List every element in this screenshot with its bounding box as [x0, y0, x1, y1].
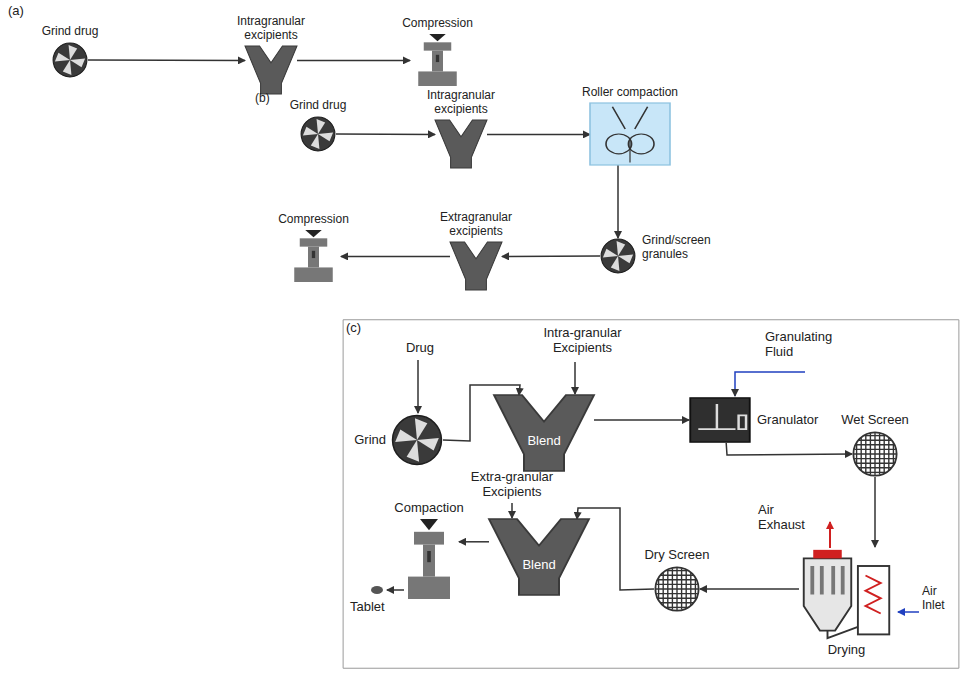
input-label: Extra-granular Excipients: [462, 470, 562, 500]
flow-arrow: [341, 256, 450, 258]
process-step: Drying: [799, 547, 894, 642]
process-step: Compaction: [399, 519, 459, 599]
screen-symbol: [654, 566, 700, 612]
flow-arrow: [700, 588, 799, 590]
panel-label: (b): [255, 92, 295, 106]
process-step: Granulator: [689, 397, 751, 443]
fluid-input-line: [735, 372, 805, 396]
step-label: Dry Screen: [644, 548, 709, 563]
flow-arrow: [336, 133, 435, 135]
process-step: Dry Screen: [654, 566, 700, 612]
mill-symbol: [391, 414, 443, 466]
tablet-press-symbol: [286, 230, 341, 282]
step-label: Grind: [354, 433, 386, 448]
input-label: Air Exhaust: [758, 503, 820, 533]
process-step: Compression: [410, 34, 465, 86]
input-label: Drug: [398, 341, 442, 356]
input-label: Intra-granular Excipients: [535, 326, 630, 356]
air-inlet-arrow: [898, 611, 919, 613]
drug-input-arrow: [417, 360, 419, 413]
step-label: Extragranular excipients: [429, 211, 524, 239]
step-label: Grind drug: [25, 25, 115, 39]
step-label: Grind drug: [273, 99, 363, 113]
flow-arrow: [502, 255, 600, 257]
process-step: Extragranular excipients: [450, 242, 502, 290]
input-label: Granulating Fluid: [765, 330, 850, 360]
flow-arrow: [617, 165, 619, 238]
process-step: Blend: [494, 395, 594, 471]
tablet-symbol: [371, 586, 383, 594]
step-label: Drying: [828, 643, 866, 658]
exhaust-arrow: [829, 522, 831, 548]
roller-compactor-box: [590, 103, 670, 165]
step-label: Intragranular excipients: [224, 15, 319, 43]
process-step: Grind/screen granules: [600, 238, 636, 274]
tablet-press-symbol: [399, 519, 459, 599]
input-label: Tablet: [350, 600, 400, 615]
step-label: Compression: [393, 17, 483, 31]
mill-symbol: [300, 116, 336, 152]
panel-label: (c): [346, 321, 361, 336]
step-label: Compression: [269, 213, 359, 227]
flow-arrow: [487, 134, 590, 136]
step-label: Intragranular excipients: [414, 89, 509, 117]
step-label: Blend: [489, 557, 589, 572]
process-step: Intragranular excipients: [245, 46, 297, 94]
flow-arrow: [459, 541, 489, 543]
flow-arrow: [297, 60, 410, 62]
process-step: Grind drug: [52, 42, 88, 78]
mill-symbol: [52, 42, 88, 78]
flow-arrow: [726, 443, 852, 455]
process-step: Wet Screen: [852, 431, 898, 477]
flow-arrow: [594, 419, 689, 421]
process-step: Grind: [391, 414, 443, 466]
v-blender-symbol: [450, 242, 502, 290]
step-label: Grind/screen granules: [642, 234, 722, 262]
process-step: Blend: [489, 519, 589, 595]
flow-arrow: [88, 59, 245, 61]
tablet-press-symbol: [410, 34, 465, 86]
step-label: Blend: [494, 433, 594, 448]
v-blender-symbol: [245, 46, 297, 94]
panel-label: (a): [8, 4, 48, 19]
mill-symbol: [600, 238, 636, 274]
excipient-input-arrow: [574, 362, 576, 394]
excipient-input-arrow: [511, 503, 513, 518]
process-step: Grind drug: [300, 116, 336, 152]
process-step: Compression: [286, 230, 341, 282]
step-label: Compaction: [394, 501, 463, 516]
step-label: Roller compaction: [570, 86, 690, 100]
step-label: Wet Screen: [841, 413, 909, 428]
screen-symbol: [852, 431, 898, 477]
v-blender-symbol: [435, 120, 487, 168]
process-step: Intragranular excipients: [435, 120, 487, 168]
input-label: Air Inlet: [922, 585, 958, 613]
tablet-eject-arrow: [387, 589, 404, 591]
granulator-box: [689, 397, 751, 443]
dryer-symbol: [799, 547, 894, 642]
flow-arrow: [874, 477, 876, 547]
step-label: Granulator: [757, 413, 818, 428]
process-step: Roller compaction: [590, 103, 670, 165]
process-frame: (c)GrindBlendGranulatorWet ScreenDryingD…: [340, 318, 962, 670]
